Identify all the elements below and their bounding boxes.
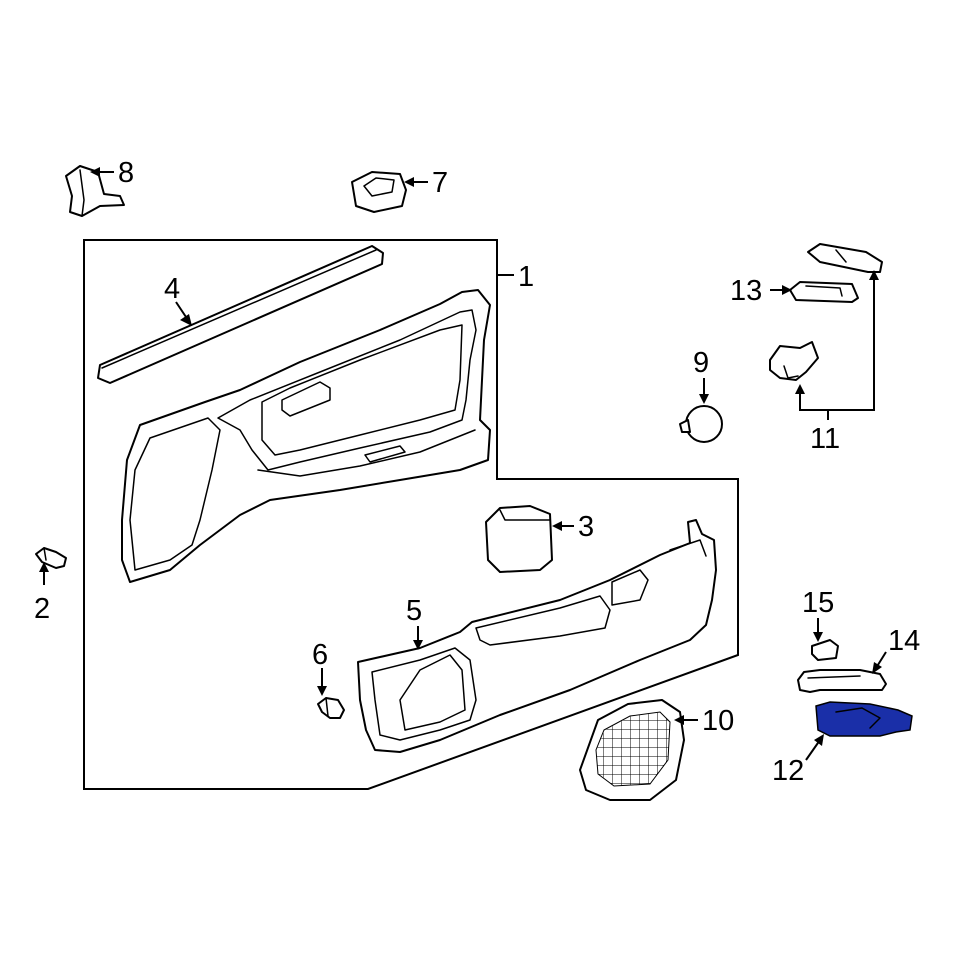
part-15-cap [811,639,839,661]
assembly-boundary [83,239,739,790]
part-6-clip [317,697,345,719]
callout-7: 7 [432,167,448,199]
callout-1: 1 [518,261,534,293]
leader-lines [39,167,887,761]
part-3-cover [485,505,553,573]
part-11-upper-switch [807,243,883,273]
callout-labels: 1 2 3 4 5 6 7 8 9 10 11 12 13 14 15 [34,157,920,787]
part-8-bracket [65,165,125,217]
part-9-knob [679,405,723,443]
callout-6: 6 [312,639,328,671]
callout-5: 5 [406,595,422,627]
callout-10: 10 [702,705,734,737]
callout-15: 15 [802,587,834,619]
speaker-grille [579,699,685,801]
callout-14: 14 [888,625,920,657]
part-12-highlighted [815,701,913,737]
part-14-trim [797,669,887,693]
callout-2: 2 [34,593,50,625]
part-11-switch-bracket [769,341,819,381]
door-trim-panel [121,289,491,583]
callout-3: 3 [578,511,594,543]
armrest-panel [357,519,717,753]
callout-9: 9 [693,347,709,379]
callout-8: 8 [118,157,134,189]
weatherstrip-molding [97,245,384,384]
part-13-switch [789,281,859,303]
part-2-clip [35,547,67,569]
callout-11: 11 [810,423,840,455]
part-7-bezel [351,171,407,213]
callout-4: 4 [164,273,180,305]
callout-12: 12 [772,755,804,787]
callout-13: 13 [730,275,762,307]
